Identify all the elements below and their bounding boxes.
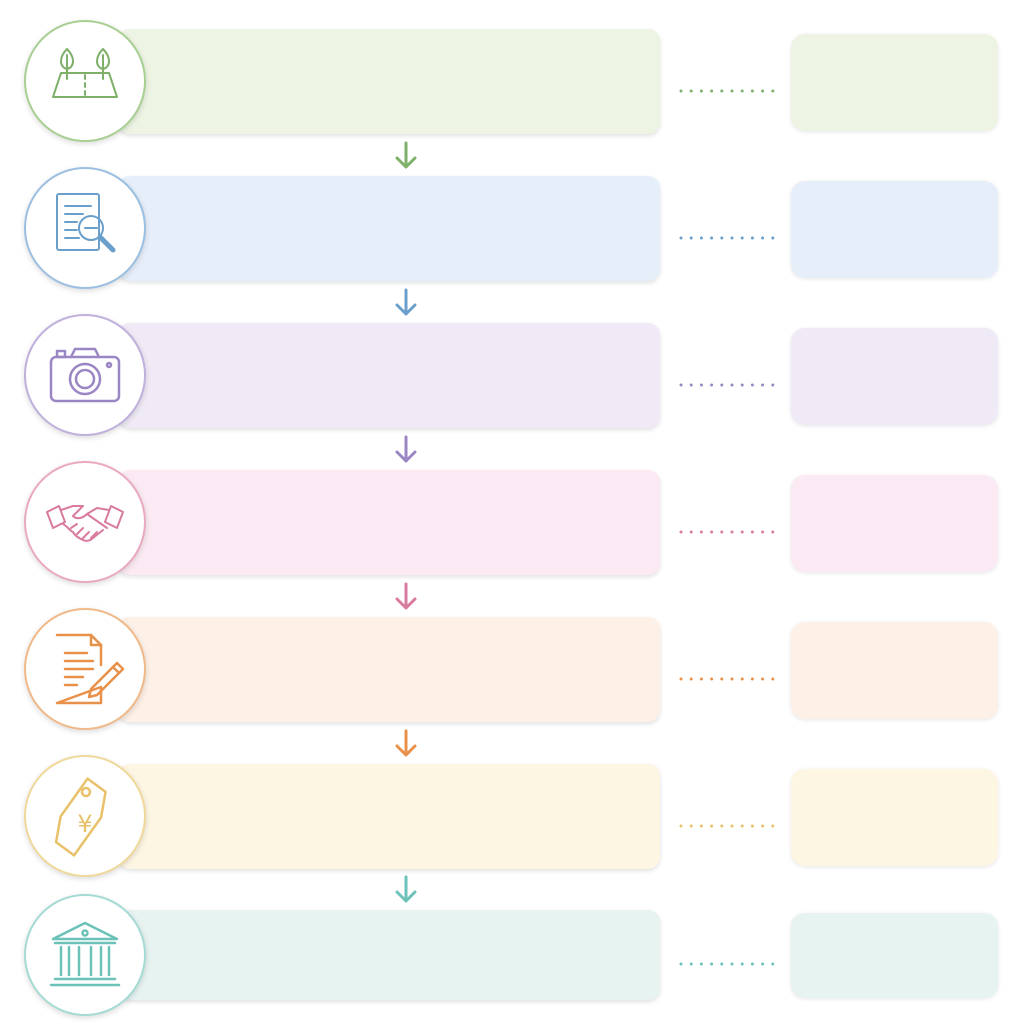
step-contract-connector-dots (679, 668, 775, 681)
step-contract-icon-circle (24, 608, 146, 730)
contract-pen-icon (55, 633, 125, 705)
step-registry-connector-dots (679, 953, 775, 966)
step-price-icon-circle: ¥ (24, 755, 146, 877)
flow-arrow-1 (395, 141, 417, 169)
handshake-icon (46, 505, 124, 542)
step-deal-main-box (118, 470, 660, 575)
step-land-connector-dots (679, 80, 775, 93)
yen-price-tag-icon: ¥ (54, 777, 107, 857)
step-research-icon-circle (24, 167, 146, 289)
step-research-main-box (118, 176, 660, 281)
step-price-main-box (118, 764, 660, 869)
document-search-icon (56, 193, 116, 253)
land-plot-trees-icon (52, 48, 118, 98)
step-land-main-box (118, 29, 660, 134)
step-land-icon-circle (24, 20, 146, 142)
flow-arrow-4 (395, 582, 417, 610)
step-contract-main-box (118, 617, 660, 722)
step-photo-connector-dots (679, 374, 775, 387)
step-deal-side-box (791, 475, 998, 572)
flow-arrow-2 (395, 288, 417, 316)
step-price-connector-dots (679, 815, 775, 828)
flow-arrow-3 (395, 435, 417, 463)
step-price-side-box (791, 769, 998, 866)
step-registry-main-box (118, 910, 660, 1000)
step-research-side-box (791, 181, 998, 278)
step-photo-icon-circle (24, 314, 146, 436)
step-registry-icon-circle (24, 894, 146, 1016)
step-contract-side-box (791, 622, 998, 719)
camera-icon (49, 347, 121, 403)
step-deal-icon-circle (24, 461, 146, 583)
yen-symbol: ¥ (77, 810, 92, 838)
step-photo-main-box (118, 323, 660, 428)
government-building-icon (49, 921, 121, 987)
step-deal-connector-dots (679, 521, 775, 534)
step-land-side-box (791, 34, 998, 131)
step-photo-side-box (791, 328, 998, 425)
step-research-connector-dots (679, 227, 775, 240)
flow-arrow-6 (395, 875, 417, 903)
flow-arrow-5 (395, 729, 417, 757)
step-registry-side-box (791, 913, 998, 998)
